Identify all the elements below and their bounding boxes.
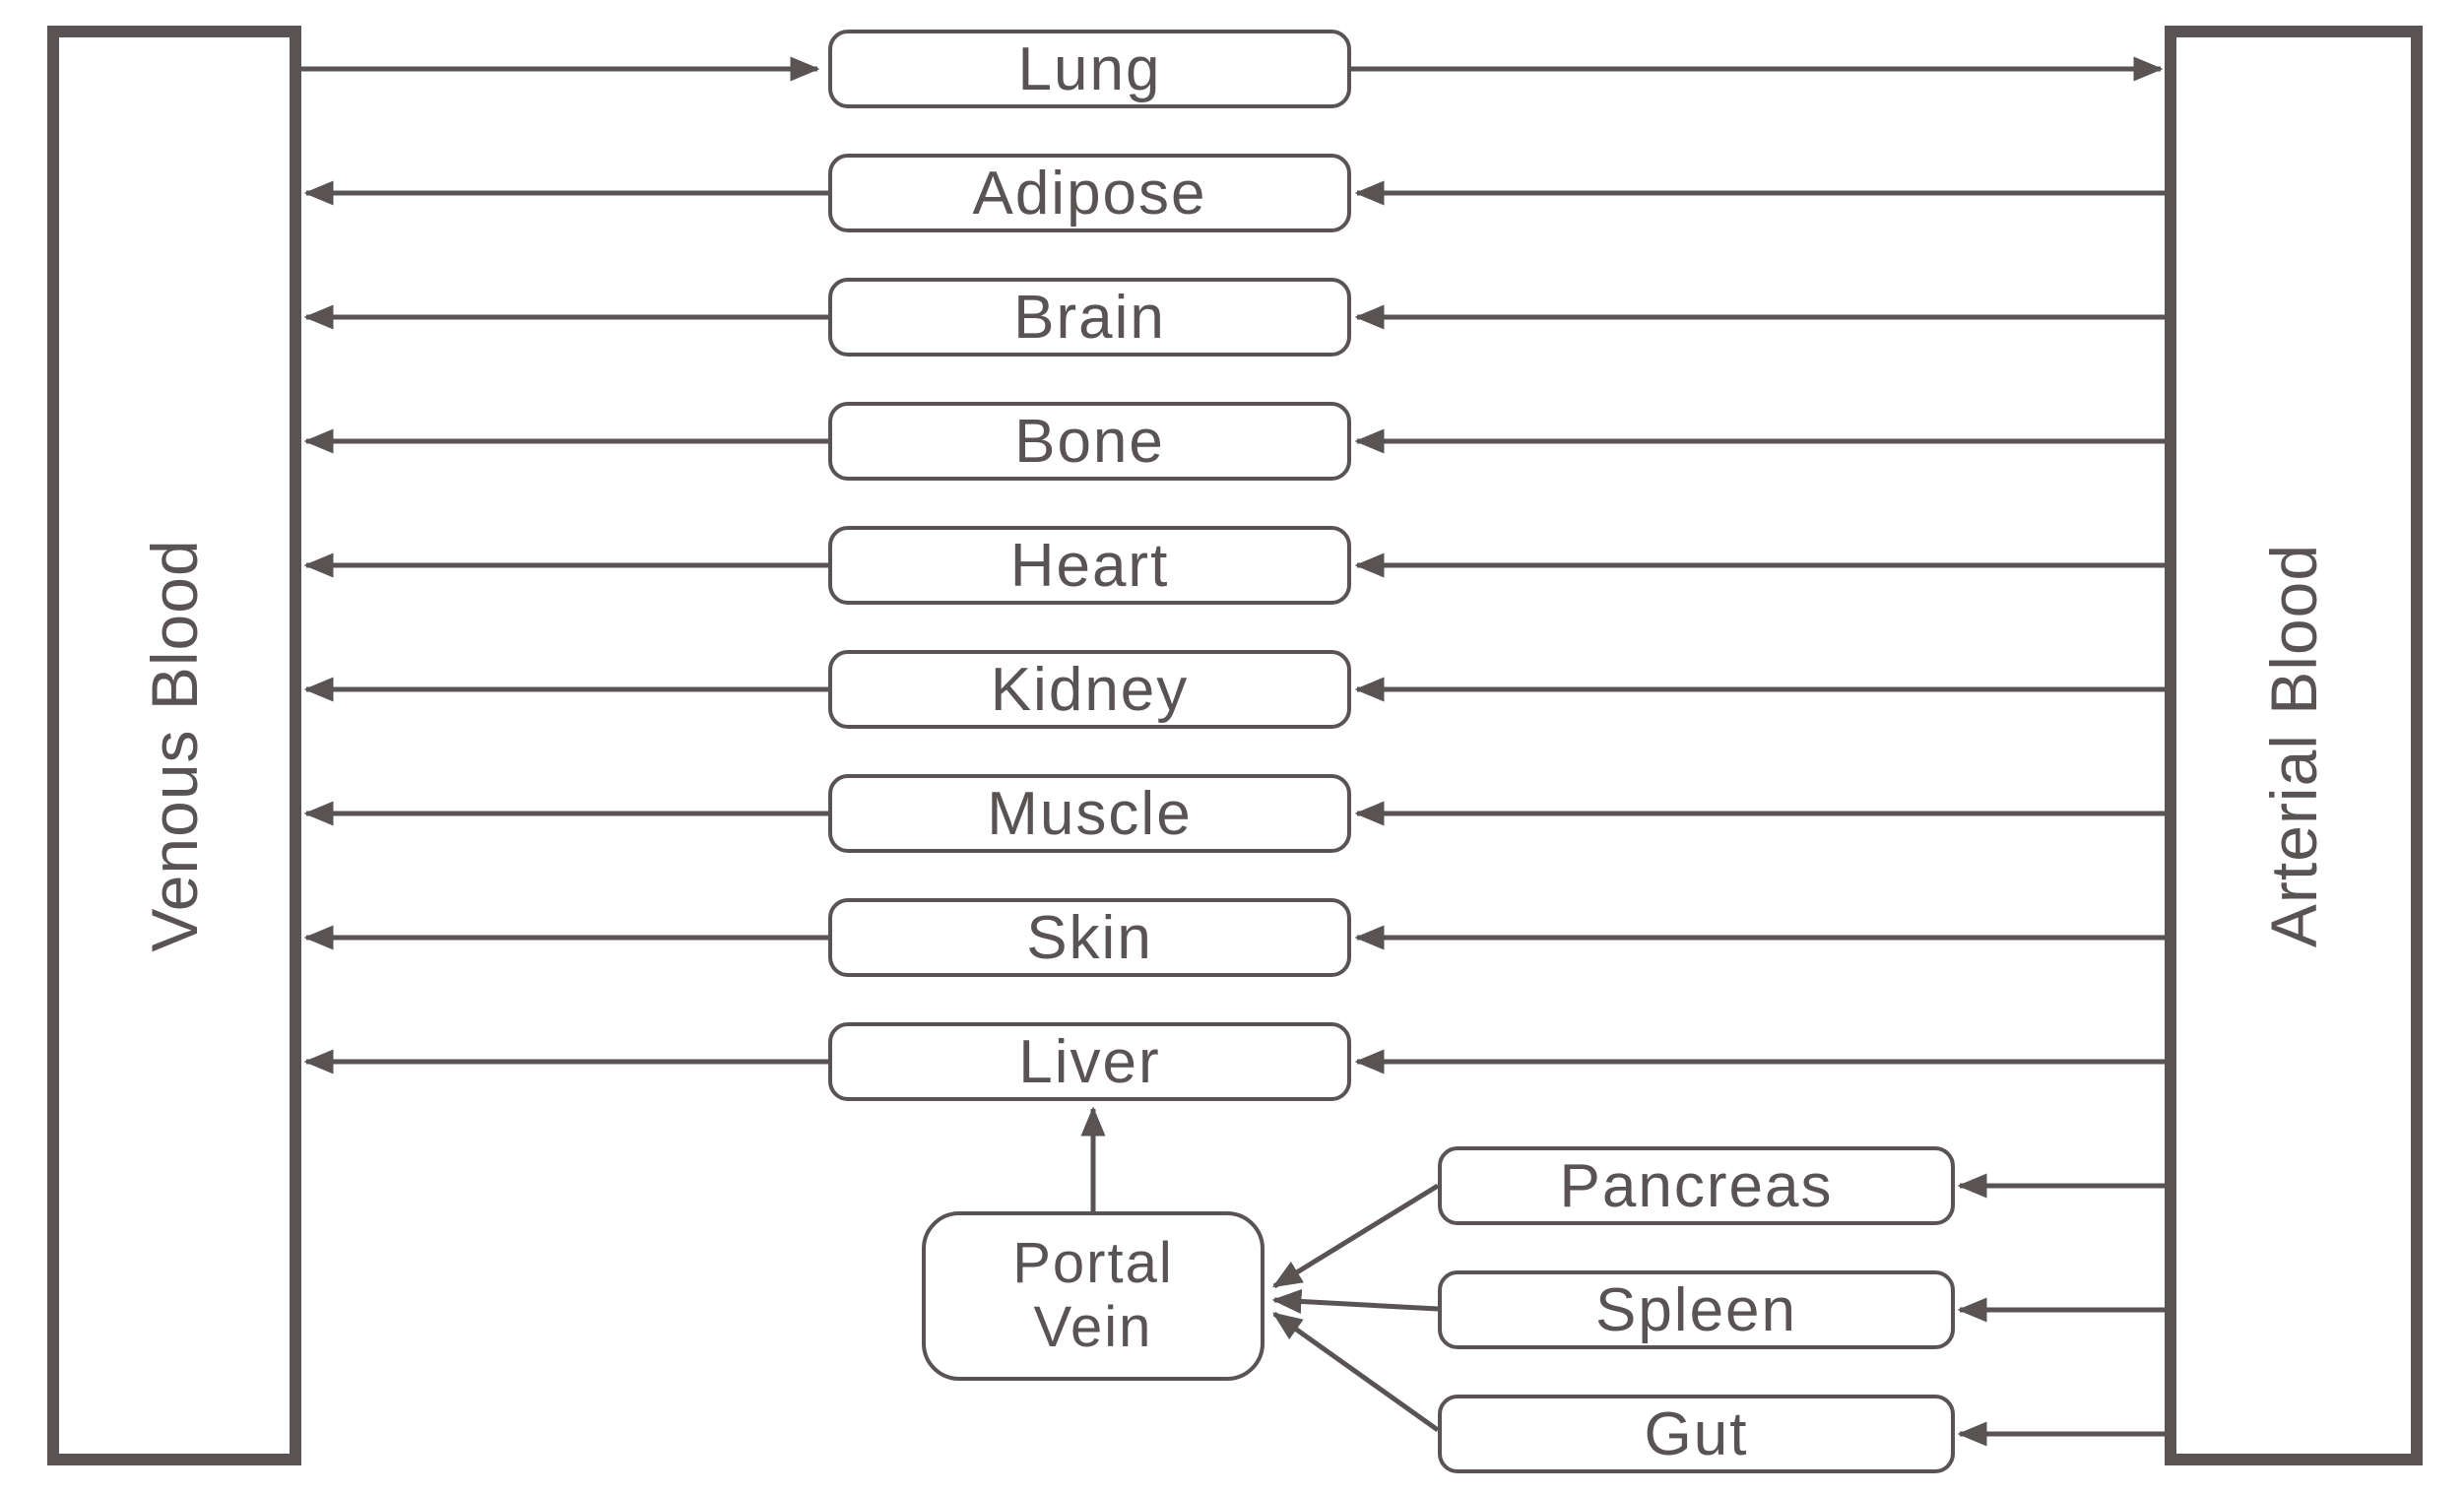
- organ-label-brain: Brain: [1013, 283, 1166, 352]
- organ-label-adipose: Adipose: [972, 159, 1207, 228]
- organ-label-pancreas: Pancreas: [1559, 1151, 1834, 1220]
- arrow-pancreas-to-portal-vein: [1271, 1183, 1440, 1289]
- organ-box-muscle: Muscle: [828, 774, 1351, 853]
- organ-box-spleen: Spleen: [1438, 1270, 1955, 1349]
- organ-label-bone: Bone: [1014, 407, 1165, 476]
- organ-box-bone: Bone: [828, 402, 1351, 481]
- venous-blood-box: Venous Blood: [47, 26, 301, 1465]
- organ-box-adipose: Adipose: [828, 154, 1351, 232]
- arterial-blood-label: Arterial Blood: [2257, 543, 2330, 948]
- organ-box-brain: Brain: [828, 278, 1351, 357]
- organ-label-lung: Lung: [1017, 34, 1162, 103]
- organ-box-pancreas: Pancreas: [1438, 1146, 1955, 1225]
- portal-vein-label: Portal Vein: [1012, 1231, 1174, 1359]
- arrow-gut-to-portal-vein: [1271, 1311, 1440, 1433]
- arterial-blood-box: Arterial Blood: [2165, 26, 2423, 1465]
- organ-label-liver: Liver: [1018, 1027, 1161, 1096]
- portal-vein-box: Portal Vein: [922, 1211, 1264, 1381]
- venous-blood-label: Venous Blood: [138, 539, 211, 952]
- organ-box-lung: Lung: [828, 30, 1351, 108]
- organ-label-spleen: Spleen: [1594, 1275, 1798, 1344]
- organ-label-heart: Heart: [1009, 531, 1170, 600]
- organ-box-heart: Heart: [828, 526, 1351, 605]
- organ-label-kidney: Kidney: [990, 655, 1190, 724]
- arrow-spleen-to-portal-vein: [1271, 1289, 1439, 1314]
- organ-box-gut: Gut: [1438, 1395, 1955, 1473]
- organ-label-gut: Gut: [1644, 1399, 1749, 1468]
- organ-label-muscle: Muscle: [987, 779, 1193, 848]
- organ-box-skin: Skin: [828, 898, 1351, 977]
- organ-box-kidney: Kidney: [828, 650, 1351, 729]
- organ-label-skin: Skin: [1026, 903, 1153, 972]
- organ-box-liver: Liver: [828, 1022, 1351, 1101]
